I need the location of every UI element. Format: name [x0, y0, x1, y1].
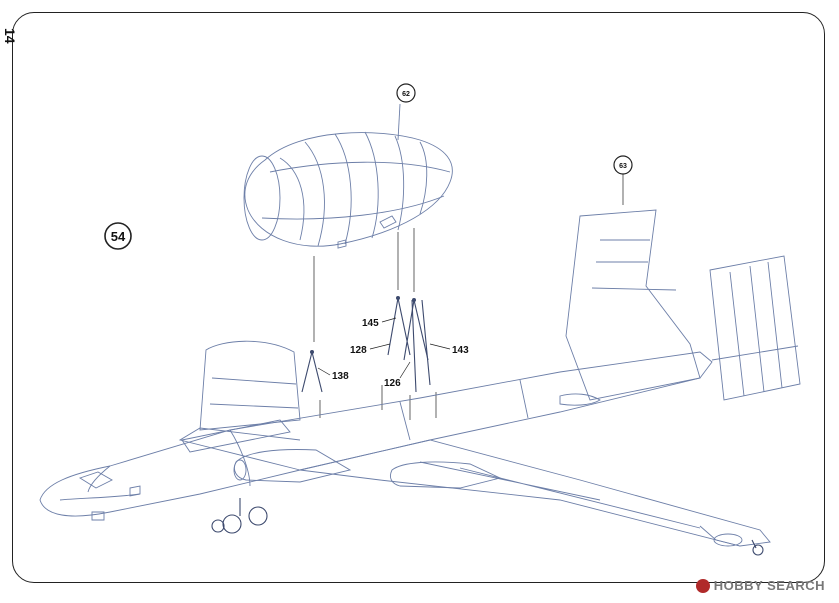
tail-fin [565, 209, 701, 401]
wing-root-fairing [199, 340, 301, 431]
part-label-128: 128 [350, 343, 391, 356]
part-marker-62: 62 [396, 83, 416, 103]
fuselage [39, 351, 713, 521]
part-marker-63: 63 [613, 155, 633, 205]
assembly-guide-lines [313, 228, 437, 420]
svg-text:62: 62 [402, 91, 410, 98]
pod-struts [301, 296, 431, 393]
watermark-text: HOBBY SEARCH [713, 578, 825, 593]
svg-text:138: 138 [332, 371, 349, 382]
watermark: HOBBY SEARCH [695, 578, 825, 593]
svg-text:63: 63 [619, 163, 627, 170]
part-label-145: 145 [362, 317, 397, 329]
part-label-143: 143 [429, 343, 469, 356]
page-frame [12, 12, 825, 583]
svg-text:54: 54 [111, 229, 126, 244]
part-label-126: 126 [384, 361, 411, 389]
main-wing [178, 427, 771, 547]
step-marker-54: 54 [104, 222, 132, 250]
engine-nacelles [233, 449, 502, 489]
part-label-138: 138 [317, 367, 349, 382]
svg-text:143: 143 [452, 345, 469, 356]
svg-text:145: 145 [362, 318, 379, 329]
tail-endplate [709, 255, 801, 401]
radome-pod [243, 103, 453, 249]
hobbysearch-logo-icon [695, 578, 710, 593]
svg-text:126: 126 [384, 378, 401, 389]
landing-gear [211, 498, 764, 556]
svg-text:128: 128 [350, 345, 367, 356]
